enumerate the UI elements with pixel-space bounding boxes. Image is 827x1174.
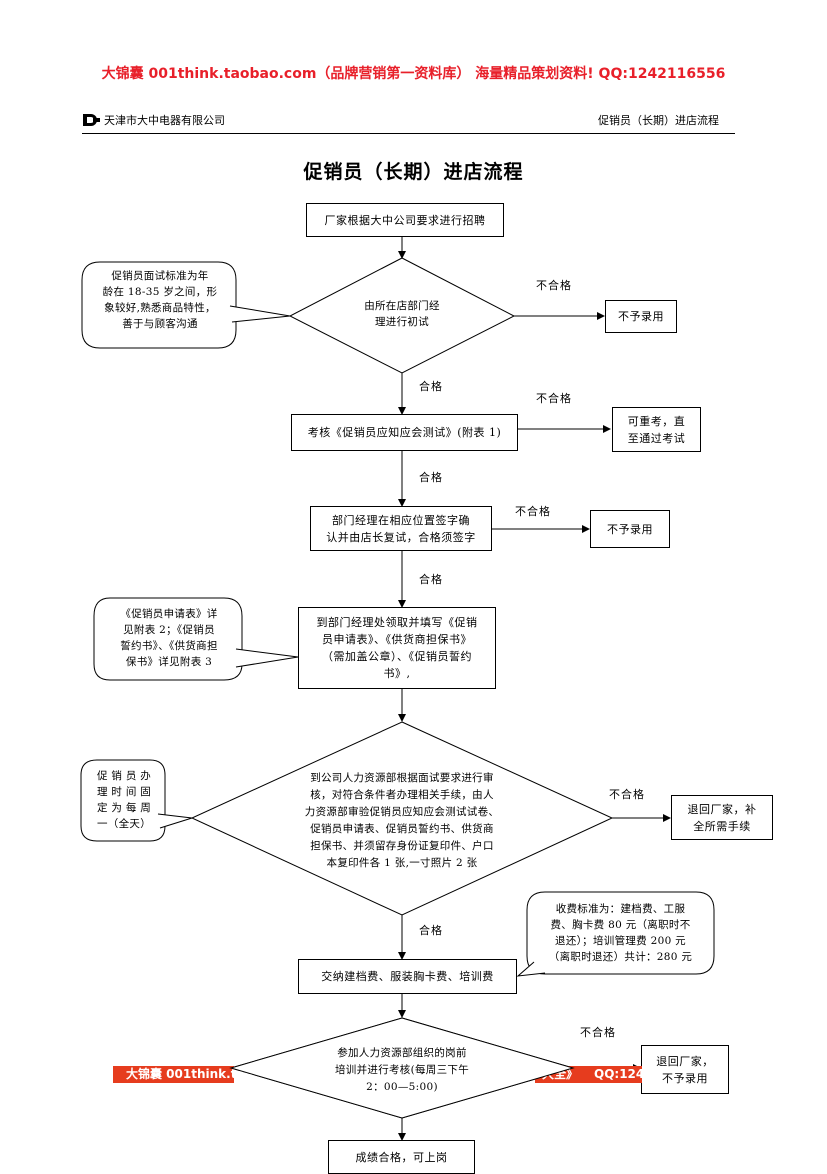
outcome-return-supplement: 退回厂家，补 全所需手续	[671, 795, 773, 840]
label-pass-3: 合格	[419, 573, 443, 586]
footer-band-text-right: QQ:124	[594, 1067, 645, 1081]
step-manager-sign: 部门经理在相应位置签字确 认并由店长复试，合格须签字	[310, 506, 492, 551]
callout-1-shape	[81, 261, 237, 349]
outcome-retake: 可重考，直 至通过考试	[612, 407, 701, 452]
label-pass-2: 合格	[419, 471, 443, 484]
header-divider	[82, 133, 735, 134]
label-fail-1: 不合格	[536, 279, 572, 292]
header-company: 天津市大中电器有限公司	[82, 112, 225, 128]
footer-band-text-left: 大锦囊 001think.tao	[126, 1067, 253, 1081]
decision-diamond-1	[288, 257, 516, 374]
callout-fee-standard: 收费标准为：建档费、工服 费、胸卡费 80 元（离职时不 退还）；培训管理费 2…	[548, 903, 693, 963]
callout-interview-criteria: 促销员面试标准为年 龄在 18-35 岁之间，形 象较好,熟悉商品特性， 善于与…	[102, 270, 218, 330]
label-fail-5: 不合格	[580, 1026, 616, 1039]
header-doc-title: 促销员（长期）进店流程	[598, 114, 719, 127]
callout-schedule: 促 销 员 办 理 时 间 固 定 为 每 周 一（全天）	[96, 770, 152, 830]
step-pay-fees: 交纳建档费、服装胸卡费、培训费	[298, 959, 517, 994]
company-name: 天津市大中电器有限公司	[104, 114, 225, 127]
footer-band-left	[113, 1066, 234, 1083]
callout-4-shape	[526, 891, 715, 975]
decision-initial-interview: 由所在店部门经 理进行初试	[364, 300, 440, 328]
decision-training-exam: 参加人力资源部组织的岗前 培训并进行考核(每周三下午 2：00—5:00)	[335, 1047, 469, 1093]
callout-3-shape	[80, 759, 166, 842]
label-fail-2: 不合格	[536, 392, 572, 405]
label-fail-4: 不合格	[609, 788, 645, 801]
decision-hr-review: 到公司人力资源部根据面试要求进行审 核，对符合条件者办理相关手续，由人 力资源部…	[304, 772, 500, 869]
step-recruit: 厂家根据大中公司要求进行招聘	[306, 203, 504, 237]
label-pass-1: 合格	[419, 380, 443, 393]
decision-diamond-3-overlay	[229, 1017, 575, 1119]
step-knowledge-test: 考核《促销员应知应会测试》(附表 1)	[291, 414, 518, 451]
outcome-reject-1: 不予录用	[605, 300, 677, 333]
outcome-reject-2: 不予录用	[590, 510, 670, 548]
decision-diamond-2	[190, 721, 614, 916]
label-pass-4: 合格	[419, 924, 443, 937]
callout-forms-appendix: 《促销员申请表》详 见附表 2；《促销员 誓约书》、《供货商担 保书》详见附表 …	[120, 608, 218, 668]
page-title: 促销员（长期）进店流程	[303, 161, 524, 183]
top-banner: 大锦囊 001think.taobao.com（品牌营销第一资料库） 海量精品策…	[101, 66, 726, 82]
step-fill-forms: 到部门经理处领取并填写《促销 员申请表》、《供货商担保书》 （需加盖公章）、《促…	[298, 607, 496, 689]
outcome-return-reject: 退回厂家， 不予录用	[641, 1045, 729, 1094]
step-start-work: 成绩合格，可上岗	[328, 1140, 475, 1174]
company-logo-icon	[83, 114, 100, 126]
label-fail-3: 不合格	[515, 505, 551, 518]
callout-2-shape	[93, 597, 243, 681]
